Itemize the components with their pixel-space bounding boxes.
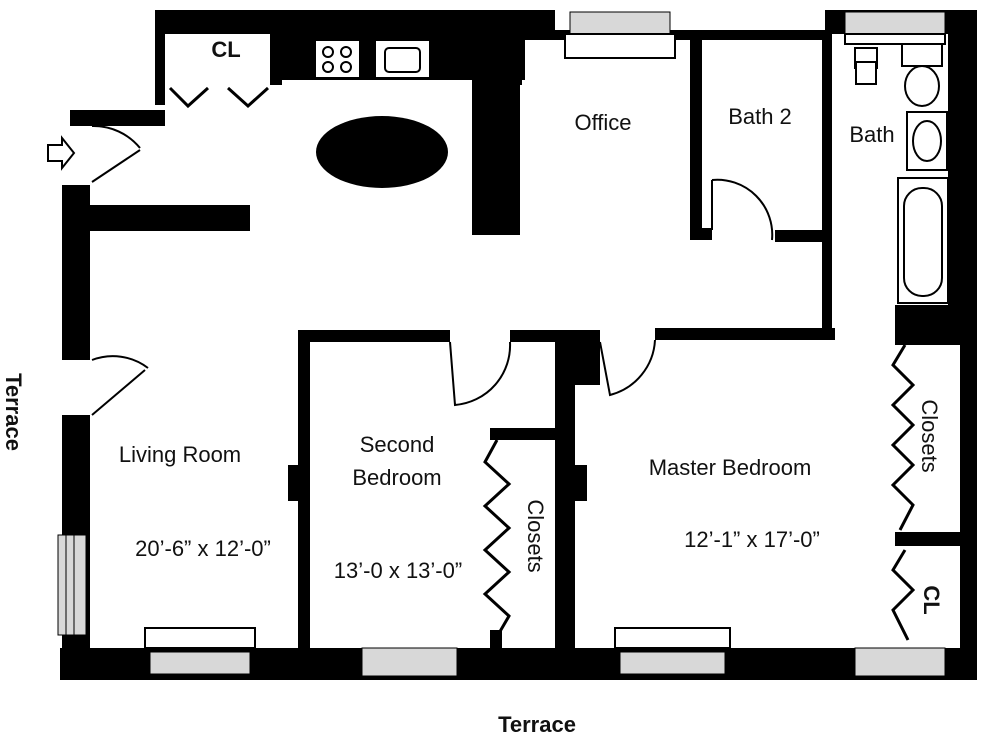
wall-office-top-left [510, 40, 522, 85]
wall-entry-top [155, 10, 165, 105]
bath-label: Bath [849, 122, 894, 147]
master-cl-label: CL [919, 585, 944, 614]
door-leaf-icon [91, 149, 141, 183]
stove-icon [314, 39, 361, 79]
bottom-windows [144, 627, 946, 677]
door-swing-icon [449, 341, 512, 407]
wall-office-left [472, 80, 520, 235]
small-toilet-icon [855, 61, 877, 85]
bedroom-doors [449, 339, 656, 407]
wall-master-closets-right [960, 335, 975, 665]
living-room-label: Living Room [119, 442, 241, 467]
office-label: Office [574, 110, 631, 135]
bifold-door-icon [890, 344, 916, 531]
bathtub-basin-icon [903, 187, 943, 297]
wall-partial-hall [90, 205, 250, 231]
wall-hall-bottom-left [300, 330, 450, 342]
window-bath [844, 11, 946, 45]
second-bedroom-label-line2: Bedroom [352, 465, 441, 490]
window-office [564, 11, 676, 59]
door-swing-icon [91, 124, 141, 149]
bath2-door [711, 178, 774, 241]
window-living-side [57, 534, 87, 636]
closet-entry-label: CL [211, 37, 240, 62]
wall-office-bath2 [690, 30, 702, 240]
closet-zigzags [482, 344, 916, 641]
bifold-door-icon [226, 86, 270, 109]
door-swing-icon [599, 339, 656, 397]
wall-right-inner [948, 10, 968, 340]
wall-second-master-block [565, 335, 600, 385]
burner-icon [340, 46, 352, 58]
window-living [144, 627, 256, 675]
window-second-bedroom [361, 647, 458, 677]
entry-door [91, 124, 141, 183]
burner-icon [322, 46, 334, 58]
window-master-bedroom [614, 627, 731, 675]
dining-table-icon [316, 116, 448, 188]
living-terrace-door [91, 355, 149, 416]
window-master-cl [854, 647, 946, 677]
wall-master-closets-top [895, 335, 970, 345]
burner-icon [322, 61, 334, 73]
walls [60, 10, 977, 680]
wall-entry-left [70, 110, 165, 126]
wall-bath2-bath [822, 30, 832, 335]
wall-cl-right [270, 10, 282, 85]
living-room-dimensions: 20’-6” x 12’-0” [135, 536, 271, 561]
burner-icon [340, 61, 352, 73]
entry-arrow-icon [47, 135, 76, 171]
second-closets-label: Closets [523, 499, 548, 572]
terrace-left-label: Terrace [1, 373, 26, 451]
bath2-label: Bath 2 [728, 104, 792, 129]
master-bedroom-label: Master Bedroom [649, 455, 812, 480]
wall-entry-left-lower [62, 185, 90, 205]
wall-bath2-bottom-left [692, 228, 712, 240]
bath-fixtures [854, 43, 949, 304]
second-bedroom-label-line1: Second [360, 432, 435, 457]
second-bedroom-dimensions: 13’-0 x 13’-0” [334, 558, 462, 583]
terrace-bottom-label: Terrace [498, 712, 576, 737]
wall-second-closet-top [490, 428, 560, 440]
master-bedroom-dimensions: 12’-1” x 17’-0” [684, 527, 820, 552]
toilet-bowl-icon [904, 65, 940, 107]
wall-hall-bottom-right [655, 328, 835, 340]
kitchen [314, 39, 431, 79]
wall-living-second-jamb [288, 465, 310, 501]
wall-bath-bottom [895, 305, 970, 340]
sink-basin-icon [912, 120, 942, 162]
sink-basin-icon [384, 47, 421, 73]
bifold-door-icon [168, 86, 210, 109]
wall-bath2-bottom [775, 230, 830, 242]
closet-doors [168, 86, 270, 109]
toilet-tank-icon [901, 43, 943, 67]
bifold-door-icon [891, 549, 916, 641]
wall-second-master-jamb [565, 465, 587, 501]
bifold-door-icon [482, 439, 512, 641]
wall-left-mid [62, 200, 90, 360]
master-closets-label: Closets [917, 399, 942, 472]
wall-master-closets-mid [895, 532, 970, 546]
